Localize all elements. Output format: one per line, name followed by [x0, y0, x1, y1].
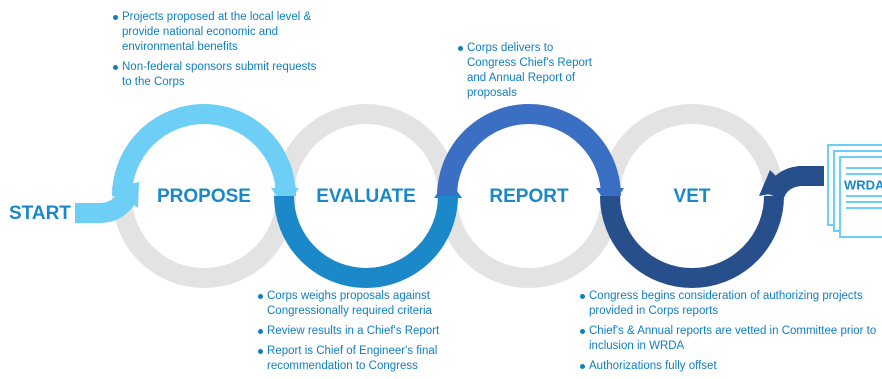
document-label: WRDA: [844, 177, 882, 192]
stage-label-propose: PROPOSE: [157, 186, 251, 207]
document-stack-icon: [827, 144, 882, 238]
propose-note: Non-federal sponsors submit requests to …: [113, 60, 318, 90]
evaluate-note: Corps weighs proposals against Congressi…: [258, 289, 468, 319]
report-notes: Corps delivers to Congress Chief's Repor…: [458, 41, 598, 106]
vet-notes: Congress begins consideration of authori…: [580, 289, 880, 379]
start-label: START: [9, 203, 71, 224]
stage-label-vet: VET: [674, 186, 711, 207]
stage-label-evaluate: EVALUATE: [316, 186, 416, 207]
propose-notes: Projects proposed at the local level & p…: [113, 10, 318, 95]
vet-note: Chief's & Annual reports are vetted in C…: [580, 324, 880, 354]
evaluate-notes: Corps weighs proposals against Congressi…: [258, 289, 468, 379]
propose-note: Projects proposed at the local level & p…: [113, 10, 318, 55]
evaluate-note: Report is Chief of Engineer's final reco…: [258, 344, 468, 374]
wrda-arrow: [759, 166, 824, 200]
vet-note: Authorizations fully offset: [580, 359, 880, 374]
vet-note: Congress begins consideration of authori…: [580, 289, 880, 319]
stage-label-report: REPORT: [489, 186, 569, 207]
report-note: Corps delivers to Congress Chief's Repor…: [458, 41, 598, 101]
evaluate-note: Review results in a Chief's Report: [258, 324, 468, 339]
vet-arc: [600, 195, 784, 288]
